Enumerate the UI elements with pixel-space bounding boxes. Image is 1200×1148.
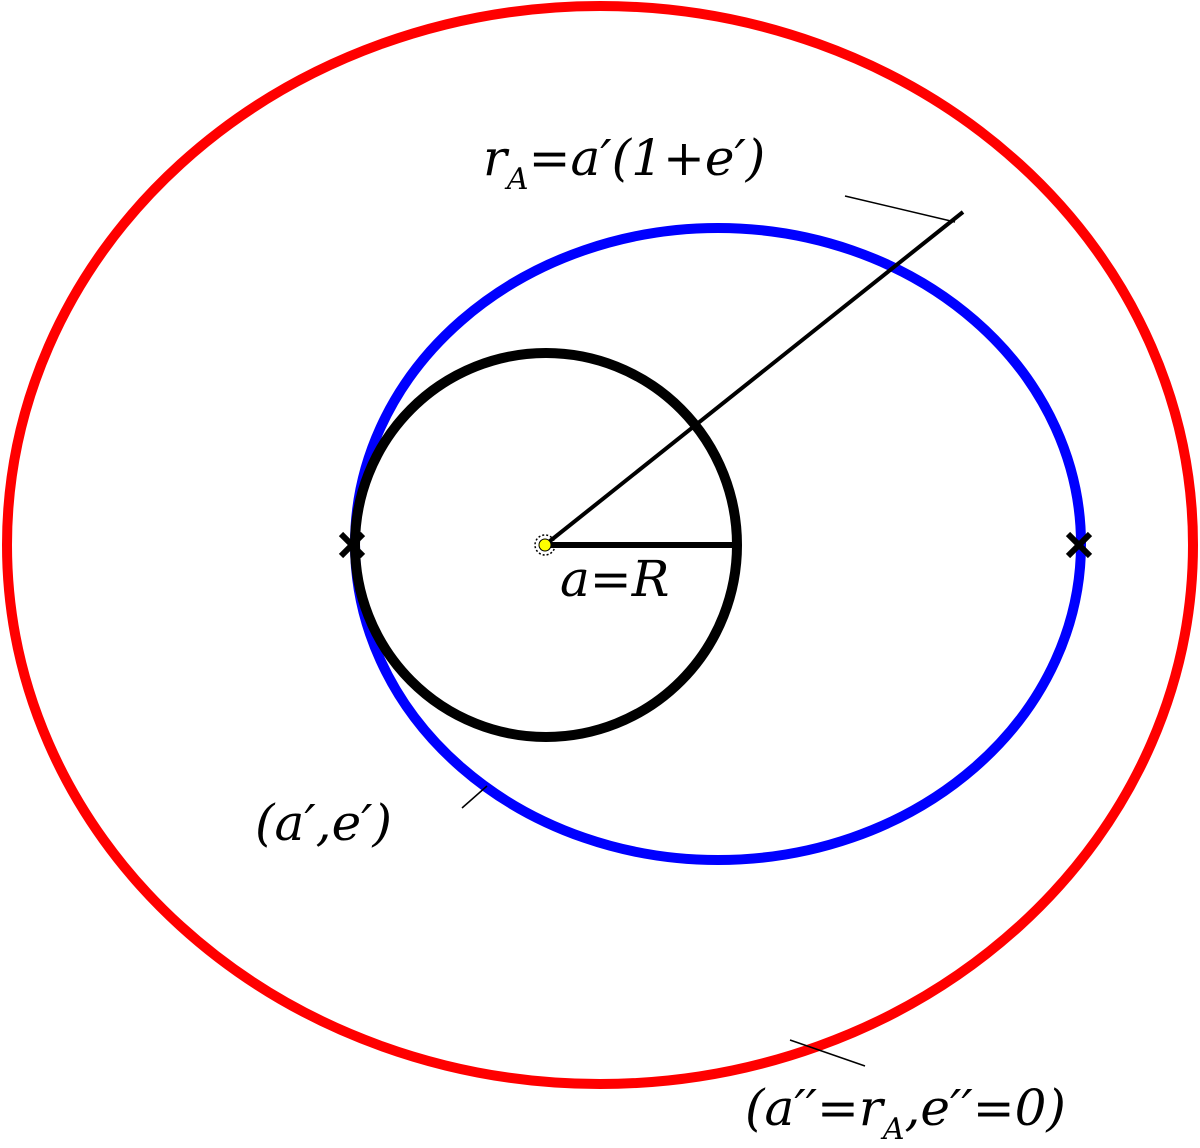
leader-line bbox=[461, 785, 488, 809]
outer-circular-orbit bbox=[2, 1, 1198, 1089]
transfer-orbit-label: (a′,e′) bbox=[255, 794, 392, 852]
x-mark-icon bbox=[1065, 531, 1093, 559]
outer-orbit-label: (a′′=rA,e′′=0) bbox=[745, 1079, 1066, 1147]
leader-line bbox=[844, 195, 956, 223]
sun-icon bbox=[534, 534, 556, 556]
apoapsis-radius-line bbox=[543, 210, 965, 547]
x-mark-icon bbox=[338, 531, 366, 559]
apoapsis-label: rA=a′(1+e′) bbox=[483, 129, 765, 197]
inner-radius-label: a=R bbox=[560, 550, 669, 608]
leader-line bbox=[789, 1039, 866, 1067]
